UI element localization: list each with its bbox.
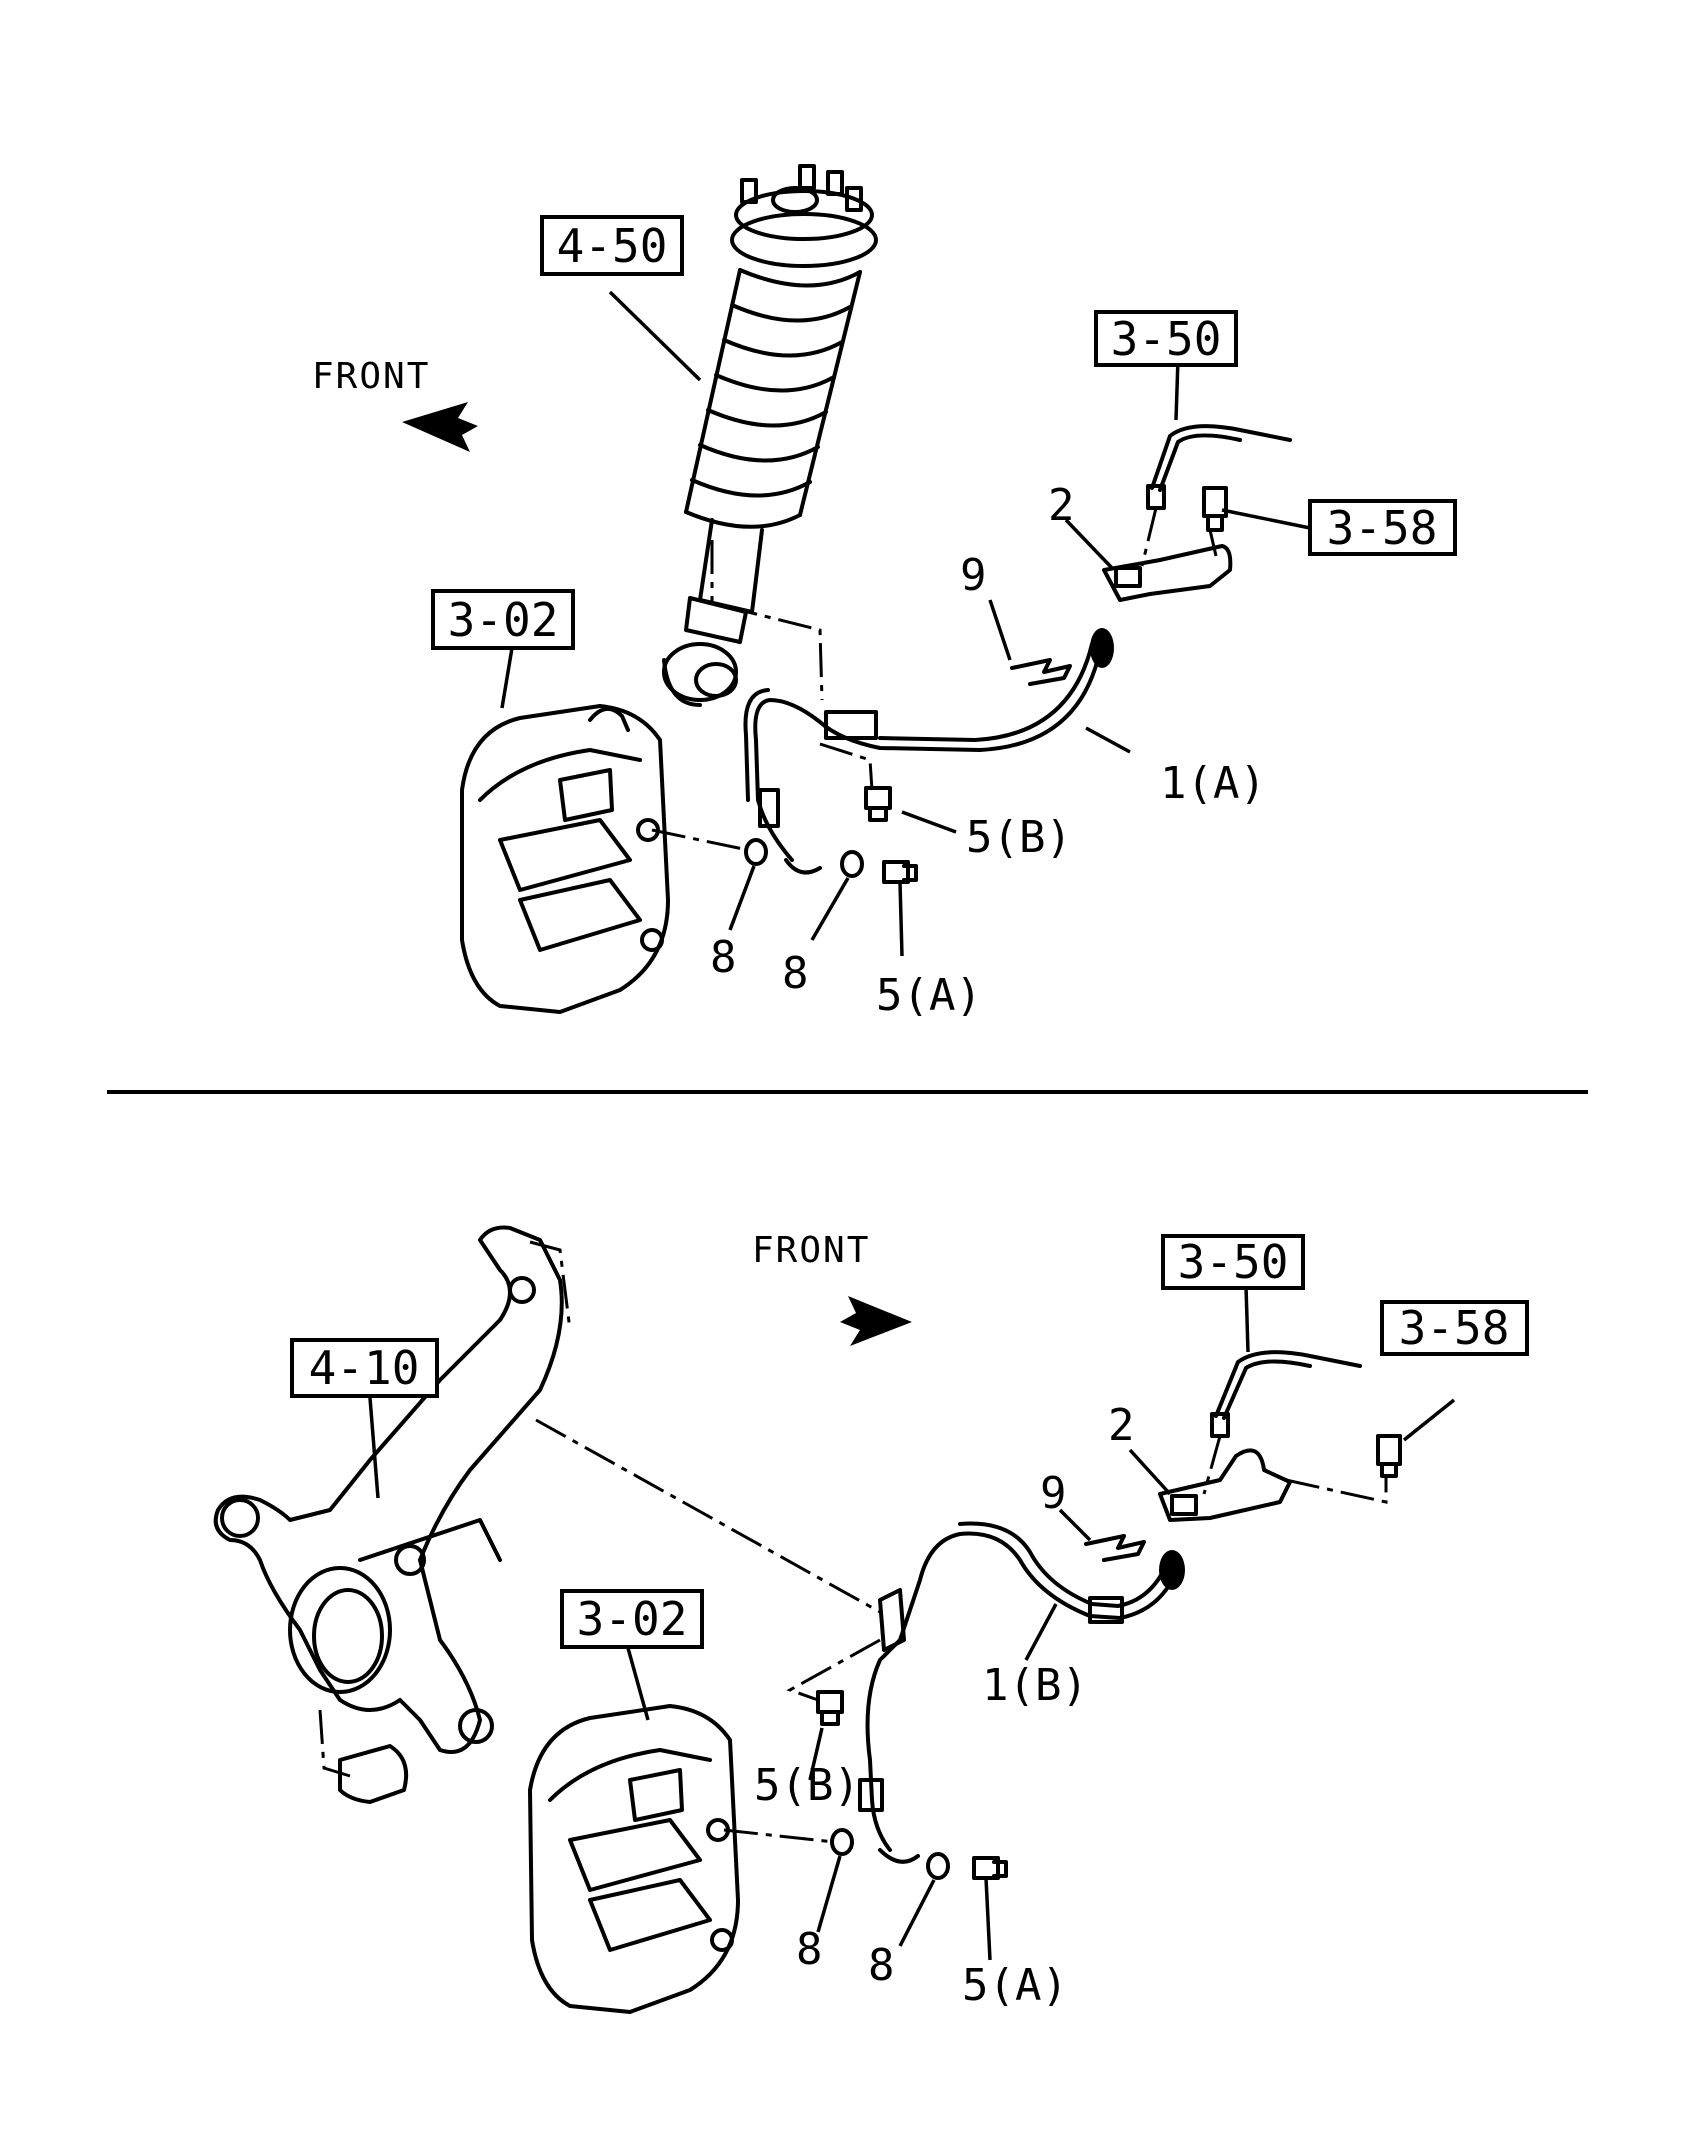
bottom-caliper [528,1704,740,2014]
top-callout-washer-1: 8 [710,932,737,983]
top-front-label: FRONT [312,356,430,397]
bottom-washer-1 [830,1828,854,1856]
bottom-brake-hose [858,1521,1185,1864]
top-ref-caliper: 3-02 [448,593,559,647]
top-view: FRONT [312,164,1457,1021]
bottom-callout-washer-1: 8 [796,1924,823,1975]
bottom-brake-pipe [1214,1350,1362,1418]
top-ref-strut: 4-50 [557,219,668,273]
bottom-callout-clip: 9 [1040,1468,1067,1519]
top-washer-1 [744,838,768,866]
top-bolt-5b [864,786,892,822]
bottom-ref-caliper: 3-02 [577,1592,688,1646]
bottom-bolt-3-58 [1376,1434,1402,1478]
top-callout-clip: 9 [960,550,987,601]
top-callout-washer-2: 8 [782,948,809,999]
top-clip [1010,658,1072,686]
bottom-view: FRONT [213,1225,1529,2014]
bottom-callout-bracket: 2 [1108,1400,1135,1451]
top-callout-hose: 1(A) [1160,758,1266,809]
top-bolt-3-58 [1202,486,1228,532]
bottom-ref-brake-pipe: 3-50 [1178,1235,1289,1289]
bottom-callout-bolt-b: 5(B) [754,1760,860,1811]
top-ref-brake-pipe: 3-50 [1111,312,1222,366]
bottom-callout-washer-2: 8 [868,1940,895,1991]
bottom-bolt-5a [972,1856,1008,1880]
top-bolt-5a [882,860,918,884]
strut-assembly [662,164,878,707]
knuckle [213,1225,572,1804]
top-callout-bolt-b: 5(B) [966,812,1072,863]
bottom-callout-hose: 1(B) [982,1660,1088,1711]
top-washer-2 [840,850,864,878]
bottom-bracket [1158,1448,1292,1522]
bottom-callout-bolt-a: 5(A) [962,1960,1068,2011]
top-brake-hose [743,628,1114,875]
bottom-ref-bolt: 3-58 [1399,1301,1510,1355]
bottom-clip [1084,1534,1146,1562]
top-ref-bolt: 3-58 [1327,501,1438,555]
bottom-bolt-5b [816,1690,844,1726]
top-front-arrow [402,402,478,452]
bottom-ref-knuckle: 4-10 [309,1341,420,1395]
bottom-front-arrow [840,1296,912,1346]
top-caliper [460,704,670,1014]
top-callout-bracket: 2 [1048,480,1075,531]
bottom-front-label: FRONT [752,1230,870,1271]
bottom-washer-2 [926,1852,950,1880]
top-callout-bolt-a: 5(A) [876,970,982,1021]
top-bracket [1102,544,1233,602]
top-brake-pipe [1150,424,1292,490]
